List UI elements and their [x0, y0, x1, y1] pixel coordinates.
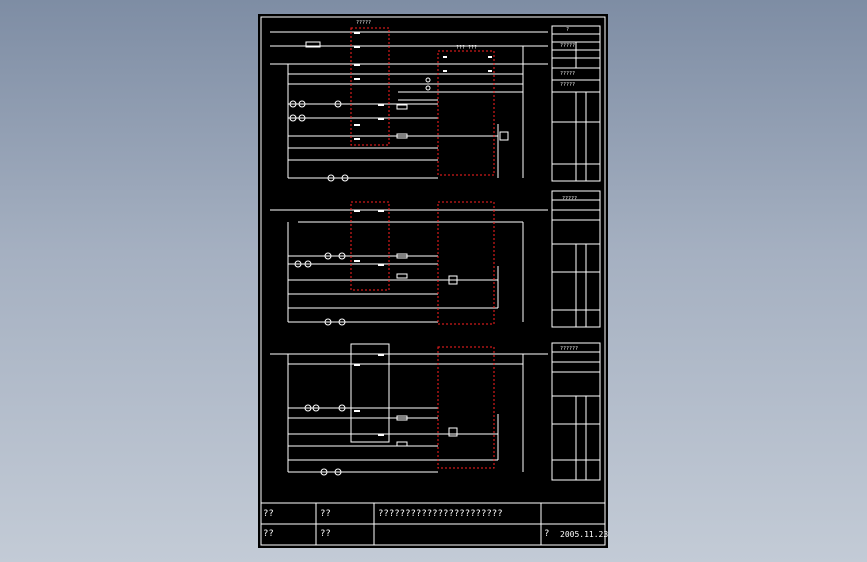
relay-box-2 — [350, 201, 390, 291]
schematic-drawing — [260, 16, 606, 546]
circuit-1-relay-label: ????? — [356, 20, 372, 26]
side-table-1-sub2: ????? — [560, 71, 576, 77]
title-block-row2-mid: ?? — [320, 529, 331, 539]
title-block-mark: ? — [544, 529, 550, 539]
side-table-1-sub: ????? — [560, 43, 576, 49]
module-box-1 — [437, 50, 495, 176]
drawing-date: 2005.11.23 — [560, 530, 609, 539]
title-block-row1-left: ?? — [263, 509, 274, 519]
module-box-3 — [437, 346, 495, 469]
side-table-1-sub3: ????? — [560, 82, 576, 88]
title-block-row2-left: ?? — [263, 529, 274, 539]
module-box-2 — [437, 201, 495, 325]
circuit-2-table-label: ????? — [562, 196, 578, 202]
relay-box-1 — [350, 27, 390, 146]
sheet-border — [260, 16, 606, 546]
circuit-3-table-label: ?????? — [560, 346, 579, 352]
drawing-title: ??????????????????????? — [378, 509, 503, 519]
title-block-row1-mid: ?? — [320, 509, 331, 519]
side-table-1-header: ? — [566, 27, 570, 33]
drawing-sheet: ????? ??? ??? ????? ?????? ? ????? ?????… — [258, 14, 608, 548]
relay-box-3 — [350, 343, 390, 443]
circuit-1-module-label: ??? ??? — [456, 45, 478, 51]
